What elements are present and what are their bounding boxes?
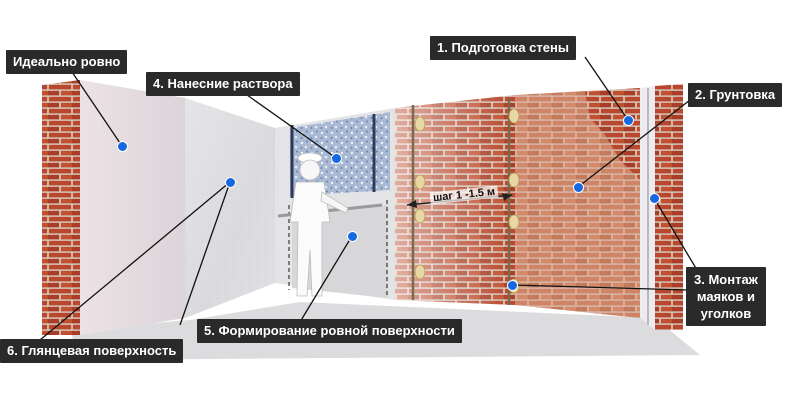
left-brick-column [42, 80, 80, 335]
marker-mortar [331, 153, 342, 164]
beacon-rails [411, 98, 520, 305]
leader-lines [39, 56, 701, 341]
label-ideal-flat: Идеально ровно [6, 50, 128, 74]
label-step-6-gloss: 6. Глянцевая поверхность [0, 339, 184, 363]
label-step-5-surface: 5. Формирование ровной поверхности [197, 319, 462, 343]
worker-figure [289, 152, 349, 297]
label-step-1-wall-prep: 1. Подготовка стены [430, 36, 576, 60]
marker-ideal [117, 141, 128, 152]
marker-wall-prep [623, 115, 634, 126]
label-step-2-primer: 2. Грунтовка [688, 83, 783, 107]
marker-primer [573, 182, 584, 193]
marker-corner [649, 193, 660, 204]
label-step-4-mortar: 4. Нанесние раствора [146, 72, 300, 96]
primed-brick-wall [515, 88, 640, 318]
right-brick-column [655, 84, 683, 330]
label-step-3-beacons: 3. Монтаж маяков и уголков [686, 267, 766, 326]
marker-beacon [507, 280, 518, 291]
ideal-wall-section [80, 80, 185, 335]
bare-brick-patch [585, 88, 640, 180]
marker-smoothing [347, 231, 358, 242]
marker-glossy [225, 177, 236, 188]
